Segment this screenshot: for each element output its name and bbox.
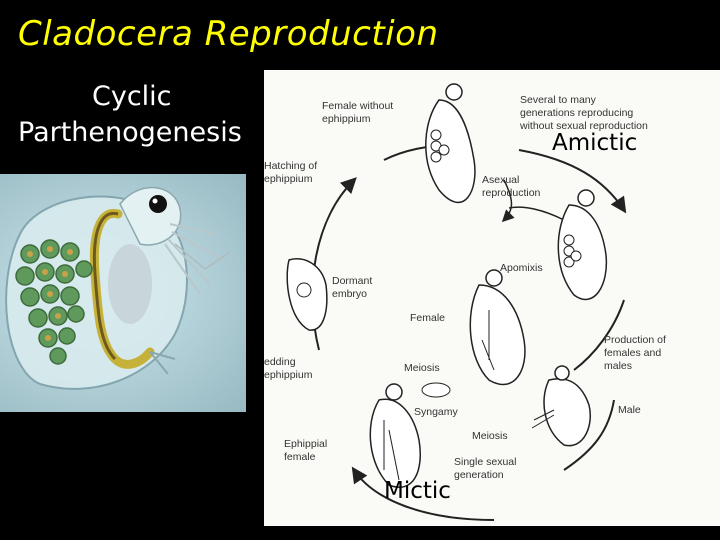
overlay-mictic: Mictic [384,478,451,504]
label-shedding-ephippium: edding ephippium [264,356,313,381]
male-figure [531,365,591,447]
slide-title: Cladocera Reproduction [18,14,439,54]
dormant-embryo-figure [286,258,328,331]
label-ephippial-female: Ephippial female [284,438,328,463]
label-meiosis-upper: Meiosis [404,362,440,374]
label-several-generations: Several to many generations reproducing … [520,94,648,132]
label-dormant-embryo: Dormant embryo [332,275,373,300]
label-male: Male [618,404,641,416]
label-production-of-females-and-males: Production of females and males [604,334,666,372]
female-center-figure [469,269,526,386]
female-top-figure [425,83,476,204]
daphnia-photo [0,174,246,412]
lifecycle-drawing [286,83,627,521]
label-asexual-reproduction: Asexual reproduction [482,174,541,199]
label-syngamy: Syngamy [414,406,458,418]
label-hatching: Hatching of ephippium [264,160,318,185]
subtitle-cyclic: Cyclic [92,81,172,112]
label-single-sexual-generation: Single sexual generation [454,456,517,481]
overlay-amictic: Amictic [552,130,638,156]
label-apomixis: Apomixis [500,262,543,274]
daphnia-illustration [5,187,231,390]
subtitle-parthenogenesis: Parthenogenesis [18,117,242,148]
lifecycle-diagram: Female without ephippium Several to many… [264,70,720,526]
label-female-without-ephippium: Female without ephippium [322,100,394,125]
ephippial-female-figure [369,383,421,488]
female-right-figure [557,189,608,301]
label-meiosis-lower: Meiosis [472,430,508,442]
label-female: Female [410,312,446,324]
